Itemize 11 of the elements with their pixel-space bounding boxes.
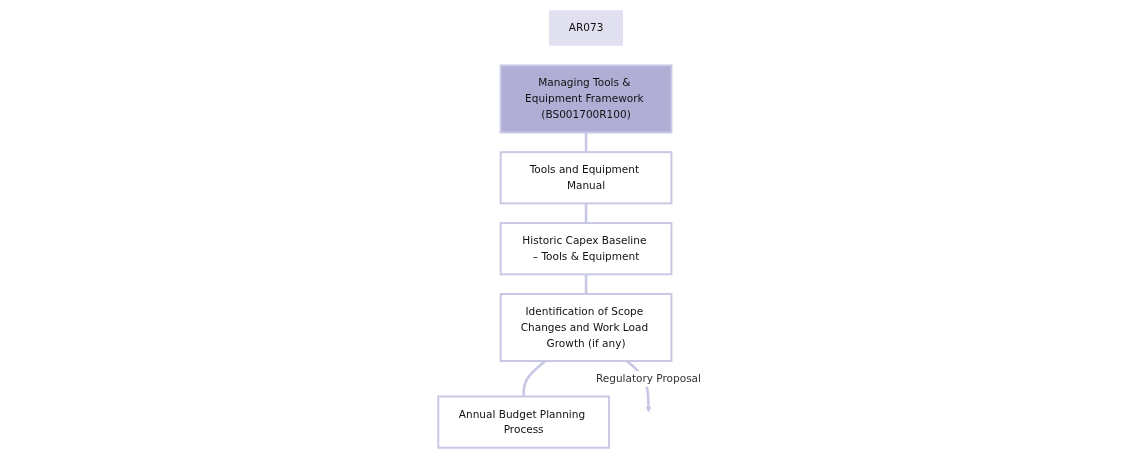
node-box: Historic Capex Baseline – Tools & Equipment	[500, 222, 673, 276]
node-box: Managing Tools & Equipment Framework (BS001700R100)	[500, 64, 673, 134]
connector	[585, 274, 588, 294]
node-box: Identification of Scope Changes and Work Load Growth (if any)	[500, 293, 673, 362]
node-box: Tools and Equipment Manual	[500, 151, 673, 205]
edge-label: Regulatory Proposal	[596, 372, 702, 385]
connector	[585, 132, 588, 153]
connector	[522, 360, 547, 397]
node-label: AR073	[569, 21, 604, 34]
node-box: Annual Budget Planning Process	[437, 395, 611, 449]
connector	[585, 203, 588, 224]
